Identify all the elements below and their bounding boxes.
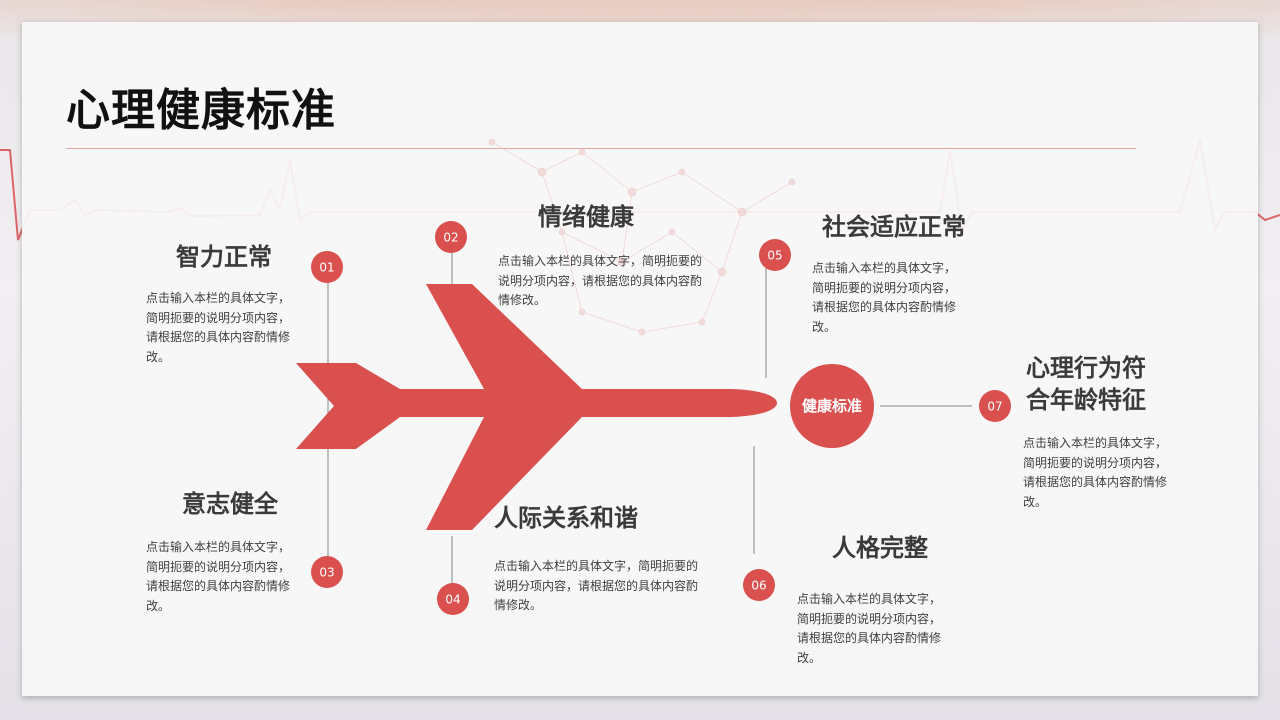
airplane-icon [296, 284, 777, 530]
badge-01-number: 01 [319, 261, 334, 275]
item-04-heading: 人际关系和谐 [494, 504, 638, 532]
badge-06: 06 [743, 569, 775, 601]
item-03-heading: 意志健全 [182, 490, 278, 518]
badge-07-number: 07 [987, 400, 1002, 414]
item-06-description: 点击输入本栏的具体文字，简明扼要的说明分项内容，请根据您的具体内容酌情修改。 [797, 592, 942, 665]
badge-02-number: 02 [443, 231, 458, 245]
diagram-graphic: 健康标准 01 02 03 04 05 06 07 [296, 221, 1011, 615]
badge-02: 02 [435, 221, 467, 253]
item-04-description: 点击输入本栏的具体文字，简明扼要的说明分项内容，请根据您的具体内容酌情修改。 [494, 559, 699, 612]
network-heart-decoration [488, 138, 796, 336]
badge-04: 04 [437, 583, 469, 615]
item-01-heading: 智力正常 [176, 243, 272, 271]
badge-05-number: 05 [767, 249, 782, 263]
badge-07: 07 [979, 390, 1011, 422]
badge-03-number: 03 [319, 566, 334, 580]
center-circle [790, 364, 874, 448]
badge-01: 01 [311, 251, 343, 283]
item-07-heading-line-2: 合年龄特征 [1026, 386, 1146, 414]
item-02-description: 点击输入本栏的具体文字，简明扼要的说明分项内容，请根据您的具体内容酌情修改。 [498, 254, 703, 307]
item-07-heading-line-1: 心理行为符 [1026, 354, 1146, 382]
title-divider [66, 148, 1136, 149]
item-01-description: 点击输入本栏的具体文字，简明扼要的说明分项内容，请根据您的具体内容酌情修改。 [146, 291, 291, 364]
item-02-heading: 情绪健康 [538, 203, 634, 231]
badge-05: 05 [759, 239, 791, 271]
item-05-heading: 社会适应正常 [822, 213, 966, 241]
slide-card: 心理健康标准 健康标准 01 02 03 04 05 06 [22, 22, 1258, 696]
item-07-description: 点击输入本栏的具体文字，简明扼要的说明分项内容，请根据您的具体内容酌情修改。 [1023, 436, 1168, 509]
badge-06-number: 06 [751, 579, 766, 593]
page-title: 心理健康标准 [66, 85, 336, 136]
item-06-heading: 人格完整 [832, 534, 928, 562]
item-05-description: 点击输入本栏的具体文字，简明扼要的说明分项内容，请根据您的具体内容酌情修改。 [812, 261, 957, 334]
badge-04-number: 04 [445, 593, 460, 607]
center-label: 健康标准 [802, 397, 862, 415]
badge-03: 03 [311, 556, 343, 588]
item-03-description: 点击输入本栏的具体文字，简明扼要的说明分项内容，请根据您的具体内容酌情修改。 [146, 540, 291, 613]
